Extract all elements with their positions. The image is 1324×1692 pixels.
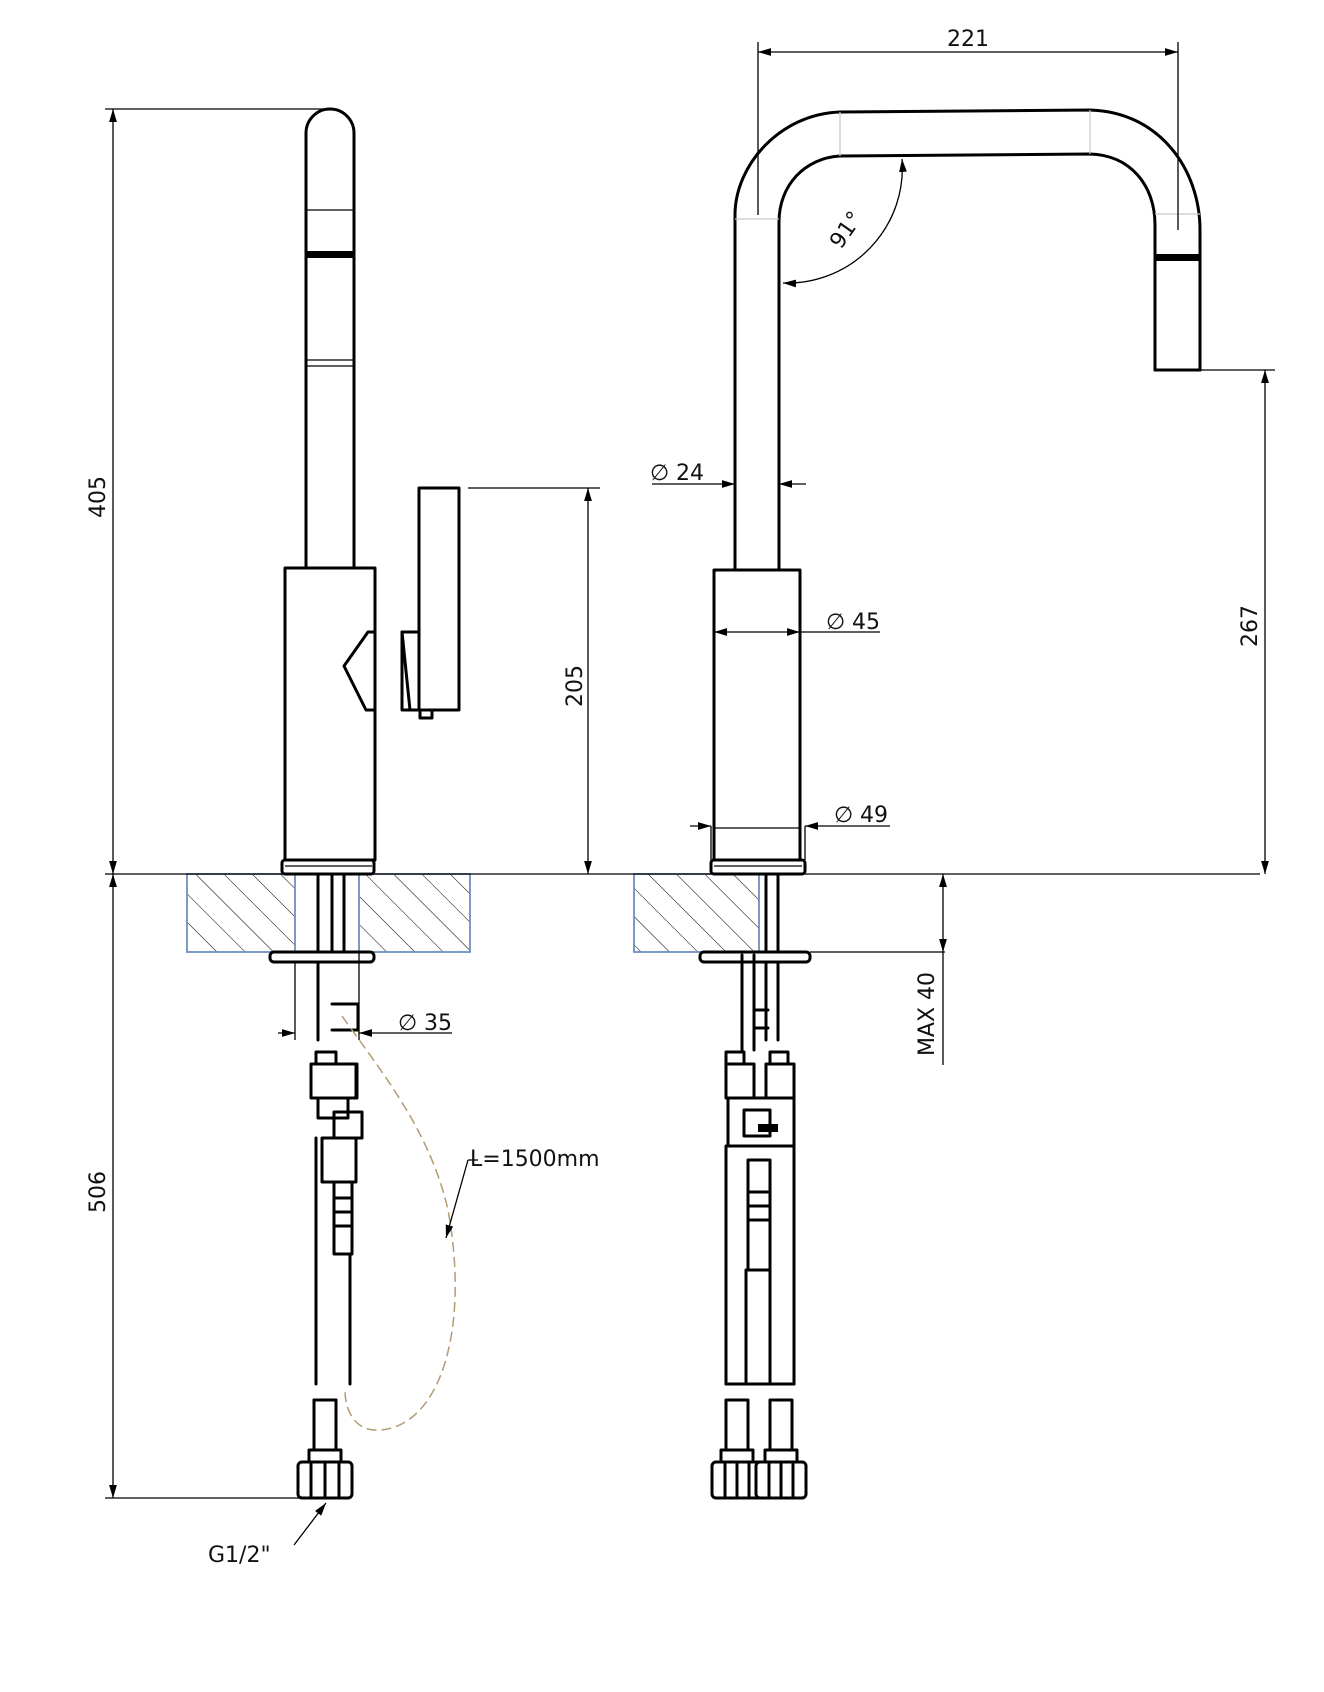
dim-spout-diameter: 24 — [676, 461, 704, 486]
dim-base-diameter-symbol: ∅ — [834, 803, 853, 828]
side-shank — [268, 872, 376, 1042]
countertop-section-left — [186, 873, 471, 953]
dim-projection: 221 — [947, 27, 989, 52]
side-fittings — [309, 1050, 364, 1256]
dim-spout-clearance: 267 — [1238, 605, 1263, 647]
front-view — [633, 108, 1202, 1500]
front-valve-block — [724, 1050, 796, 1272]
side-supply-hose — [296, 1136, 354, 1500]
dim-max-counter-thickness: MAX 40 — [915, 972, 940, 1056]
side-base — [280, 858, 376, 876]
dim-connection-thread: G1/2" — [208, 1543, 271, 1568]
front-shank — [698, 872, 812, 1052]
front-supply-hoses — [710, 1144, 808, 1500]
dim-body-diameter-symbol: ∅ — [826, 610, 845, 635]
dim-hole-diameter: 35 — [424, 1011, 452, 1036]
side-body — [283, 486, 461, 862]
dim-spout-diameter-symbol: ∅ — [650, 461, 669, 486]
dim-lever-height: 205 — [563, 665, 588, 707]
dimension-lines — [105, 42, 1275, 1546]
front-spout — [733, 108, 1202, 572]
dim-hose-length: L=1500mm — [470, 1147, 600, 1172]
pull-out-hose — [341, 1015, 456, 1431]
dim-body-diameter: 45 — [852, 610, 880, 635]
dim-hole-diameter-symbol: ∅ — [398, 1011, 417, 1036]
dim-total-height: 405 — [86, 476, 111, 518]
front-body — [712, 568, 802, 862]
side-view — [186, 107, 471, 1500]
dim-base-diameter: 49 — [860, 803, 888, 828]
dim-spout-angle: 91° — [825, 207, 868, 253]
dimension-labels: 405 506 205 221 267 91° ∅ 24 ∅ 45 ∅ 49 ∅… — [86, 27, 1263, 1568]
side-spout — [304, 107, 356, 570]
dim-below-counter: 506 — [86, 1171, 111, 1213]
front-base — [709, 858, 807, 876]
countertop-section-right — [633, 873, 760, 953]
